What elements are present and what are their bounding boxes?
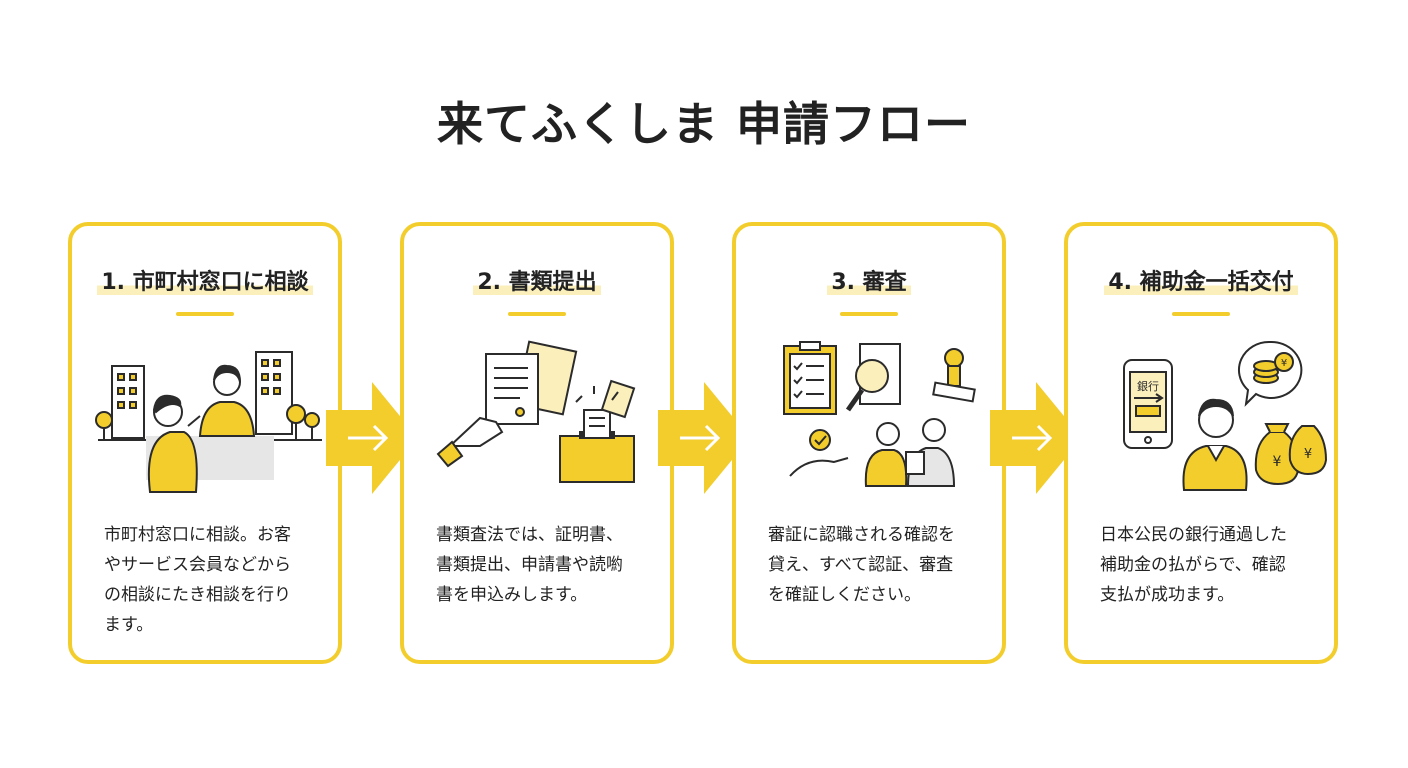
step-divider-4 xyxy=(1172,312,1230,316)
step-card-3: 3. 審査 xyxy=(732,222,1006,664)
step-title-2: 2. 書類提出 xyxy=(404,264,670,296)
step-divider-3 xyxy=(840,312,898,316)
magnifier-icon xyxy=(845,343,901,412)
tree-icon xyxy=(95,404,320,440)
visitor-icon xyxy=(147,394,198,493)
approval-hand-icon xyxy=(789,429,849,477)
step-divider-1 xyxy=(176,312,234,316)
document-icon xyxy=(485,340,578,425)
stamp-icon xyxy=(932,348,976,403)
consultation-illustration xyxy=(95,351,322,493)
step-description-1: 市町村窓口に相談。お客やサービス会員などから の相談にたき相談を行ります。 xyxy=(104,525,291,635)
step-divider-2 xyxy=(508,312,566,316)
office-building-icon xyxy=(111,351,293,439)
reviewer-icon xyxy=(864,418,956,487)
bank-label: 銀行 xyxy=(1137,379,1159,393)
clipboard-checklist-icon xyxy=(783,341,837,415)
arrow-right-icon xyxy=(658,382,750,494)
money-bag-icon: ¥ ¥ xyxy=(1254,423,1328,486)
step-description-2: 書類査法では、証明書、書類提出、申請書や読喲 書を申込みします。 xyxy=(436,525,623,605)
step-title-3: 3. 審査 xyxy=(736,264,1002,296)
step-card-1: 1. 市町村窓口に相談 xyxy=(68,222,342,664)
yen-symbol: ¥ xyxy=(1281,358,1287,369)
yen-symbol: ¥ xyxy=(1273,454,1282,470)
step-title-4: 4. 補助金一括交付 xyxy=(1068,264,1334,296)
smartphone-bank-icon: 銀行 xyxy=(1123,359,1173,449)
step-title-1: 1. 市町村窓口に相談 xyxy=(72,264,338,296)
arrow-right-icon xyxy=(990,382,1082,494)
page-title: 来てふくしま 申請フロー xyxy=(436,97,971,151)
review-illustration xyxy=(783,341,976,487)
hand-icon xyxy=(436,416,504,468)
subsidy-payment-illustration: 銀行 ¥ ¥ ¥ xyxy=(1123,340,1328,491)
coin-stack-icon: ¥ xyxy=(1238,340,1303,407)
document-submission-illustration xyxy=(436,340,636,483)
yen-symbol: ¥ xyxy=(1304,447,1312,462)
step-description-4: 日本公民の銀行通過した補助金の払がらで、確認 支払が成功ます。 xyxy=(1100,525,1287,605)
step-description-3: 審証に認職される確認を貸え、すべて認証、審査 を確証しください。 xyxy=(768,525,955,605)
step-card-4: 4. 補助金一括交付 銀行 ¥ ¥ xyxy=(1064,222,1338,664)
person-icon xyxy=(1182,398,1248,491)
ballot-box-icon xyxy=(559,379,636,483)
consultant-icon xyxy=(187,364,256,437)
arrow-right-icon xyxy=(326,382,418,494)
step-card-2: 2. 書類提出 書類査法では、証明書、書類提出、申請書や読喲 書を申込みします。 xyxy=(400,222,674,664)
